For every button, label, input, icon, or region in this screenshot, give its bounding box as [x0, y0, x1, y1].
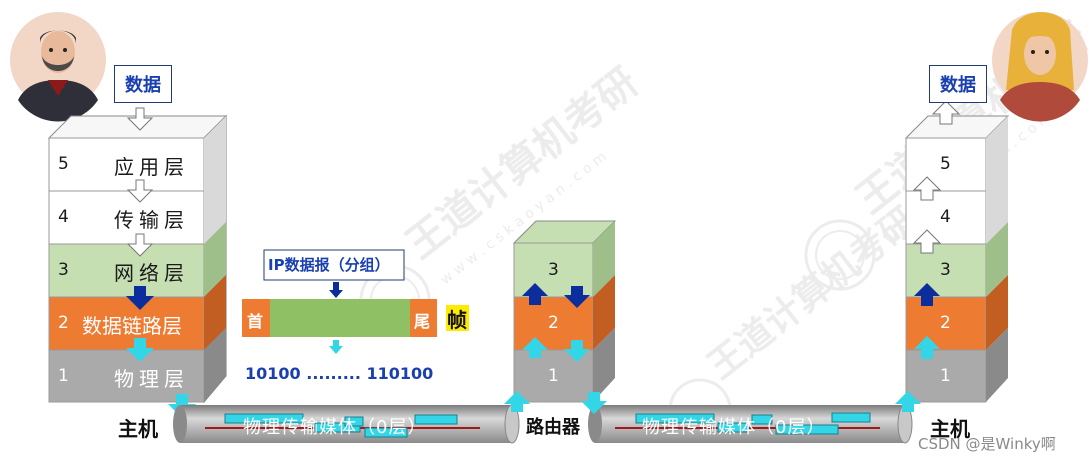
receiver-layer-3-number: 3	[940, 260, 951, 280]
right-medium-label: 物理传输媒体（0层）	[642, 417, 826, 438]
arrow-down-icon	[126, 179, 154, 203]
router-layer-1-number: 1	[548, 366, 559, 386]
sender-stack	[47, 114, 228, 404]
frame-tail	[410, 299, 437, 337]
receiver-layer-2-number: 2	[940, 313, 951, 333]
frame-head	[242, 299, 270, 337]
watermark-brand-3: 王道计算机考研	[700, 200, 924, 387]
arrow-down-icon	[329, 340, 343, 354]
right-medium-tube	[588, 404, 913, 444]
frame-highlight	[446, 305, 469, 331]
ip-datagram-label: IP数据报（分组）	[268, 256, 390, 274]
receiver-layer-1-number: 1	[940, 366, 951, 386]
arrow-down-icon	[126, 233, 154, 257]
receiver-layer-5-number: 5	[940, 154, 951, 174]
sender-layer-3-name: 网络层	[114, 261, 189, 285]
arrow-up-icon	[912, 229, 942, 254]
arrow-up-icon	[522, 283, 548, 305]
router-stack	[504, 220, 617, 414]
receiver-data-box: 数据	[929, 65, 987, 103]
arrow-down-icon	[126, 338, 154, 362]
sender-layer-5-name: 应用层	[114, 155, 189, 179]
arrow-up-icon	[522, 337, 548, 358]
watermark-seal-2	[804, 219, 876, 291]
csdn-credit: CSDN @是Winky啊	[918, 435, 1056, 453]
arrow-up-icon	[914, 336, 940, 359]
arrow-down-icon	[329, 282, 343, 298]
receiver-layer-2	[905, 296, 987, 351]
sender-avatar	[10, 12, 106, 122]
arrow-up-icon	[895, 391, 921, 412]
sender-layer-3-number: 3	[58, 260, 69, 280]
arrow-down-icon	[126, 107, 154, 131]
sender-layer-5	[48, 137, 205, 192]
router-layer-2-number: 2	[548, 313, 559, 333]
sender-layer-4-number: 4	[58, 207, 69, 227]
router-layer-3-number: 3	[548, 260, 559, 280]
arrow-up-icon	[914, 283, 940, 306]
receiver-layer-4-number: 4	[940, 207, 951, 227]
frame-packet	[242, 249, 469, 354]
receiver-host-label: 主机	[930, 417, 970, 441]
sender-layer-4-name: 传输层	[114, 208, 189, 232]
receiver-avatar	[992, 12, 1088, 122]
arrow-down-icon	[564, 340, 590, 362]
arrow-down-icon	[581, 392, 607, 414]
arrow-down-icon	[564, 286, 590, 308]
frame-label: 帧	[447, 308, 467, 332]
left-medium-label: 物理传输媒体（0层）	[243, 417, 427, 438]
right-tube-body	[595, 405, 905, 443]
receiver-layer-3	[905, 243, 987, 298]
sender-layer-4	[48, 190, 205, 245]
sender-host-label: 主机	[118, 417, 158, 441]
frame-head-label: 首	[247, 312, 264, 331]
router-label: 路由器	[526, 417, 580, 438]
arrow-up-icon	[504, 391, 530, 412]
frame-body	[270, 299, 410, 337]
arrow-up-icon	[912, 176, 942, 201]
sender-layer-2-number: 2	[58, 313, 69, 333]
sender-layer-2	[48, 296, 205, 351]
sender-data-box: 数据	[114, 65, 172, 103]
left-medium-tube	[173, 404, 520, 444]
sender-layer-1	[48, 349, 205, 403]
bit-stream-label: 10100 ......... 110100	[245, 364, 434, 383]
arrow-down-icon	[126, 286, 154, 310]
sender-layer-2-name: 数据链路层	[82, 314, 182, 338]
sender-layer-5-number: 5	[58, 154, 69, 174]
arrow-up-icon	[931, 100, 961, 125]
ip-datagram-box	[263, 249, 405, 281]
frame-tail-label: 尾	[414, 312, 431, 331]
sender-layer-1-name: 物理层	[114, 367, 189, 391]
sender-layer-1-number: 1	[58, 366, 69, 386]
receiver-stack	[895, 100, 1010, 412]
